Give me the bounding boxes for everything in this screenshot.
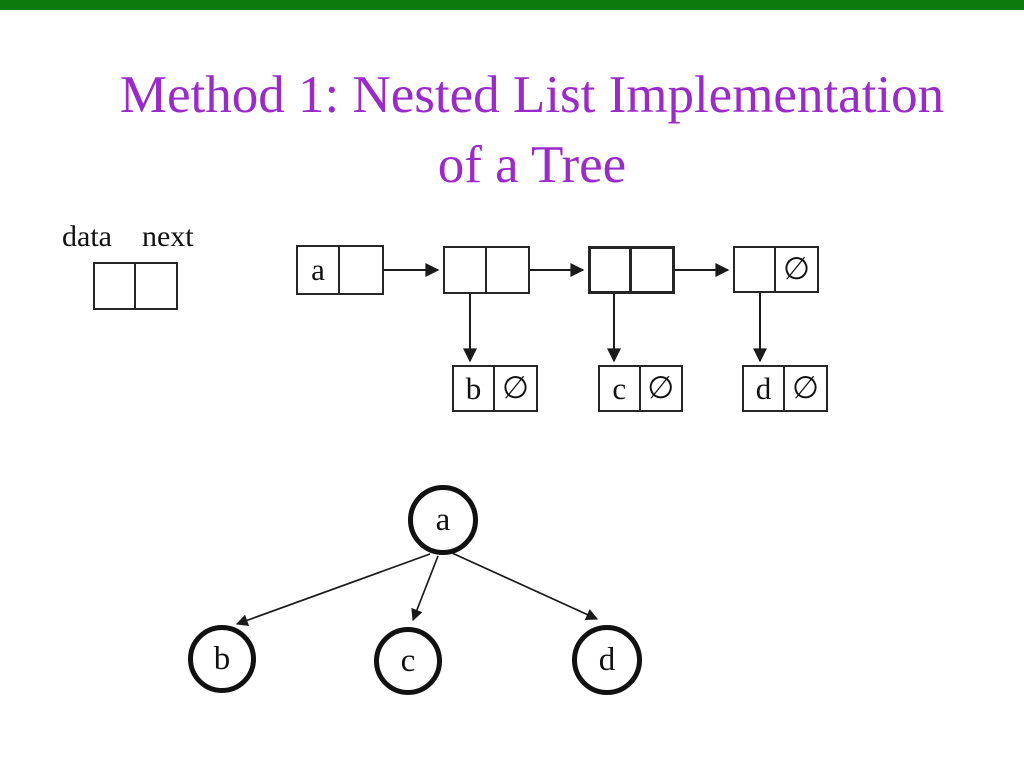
tree-node-b: b: [188, 625, 256, 693]
top-green-bar: [0, 0, 1024, 10]
title-line-1: Method 1: Nested List Implementation: [119, 66, 945, 124]
legend-next-label: next: [141, 220, 194, 253]
list-node-c-data-cell: c: [600, 367, 641, 410]
list-node-3: [588, 246, 675, 294]
list-node-2-data-cell: [445, 248, 487, 292]
tree-edge-a-b: [235, 553, 431, 626]
tree-node-a: a: [408, 485, 478, 555]
list-node-d: d ∅: [742, 365, 828, 412]
list-node-a-data-cell: a: [298, 247, 340, 293]
tree-node-c: c: [374, 627, 442, 695]
legend-data-cell: [95, 264, 136, 308]
list-node-a: a: [296, 245, 384, 295]
list-node-d-data-cell: d: [744, 367, 785, 410]
tree-edge-a-c: [411, 555, 439, 622]
list-node-d-null-cell: ∅: [791, 370, 819, 406]
list-node-3-next-cell: [632, 249, 673, 291]
list-node-3-data-cell: [591, 249, 632, 291]
legend-data-label: data: [62, 220, 112, 253]
list-node-a-next-cell: [340, 247, 382, 293]
list-node-b-data-cell: b: [454, 367, 495, 410]
list-node-2-next-cell: [487, 248, 529, 292]
list-node-4-data-cell: [735, 248, 776, 291]
list-node-4: ∅: [733, 246, 819, 293]
list-node-b: b ∅: [452, 365, 538, 412]
tree-node-d: d: [572, 625, 642, 695]
list-node-c-null-cell: ∅: [647, 370, 675, 406]
list-node-c: c ∅: [598, 365, 683, 412]
list-node-b-null-cell: ∅: [501, 370, 529, 406]
title-line-2: of a Tree: [437, 136, 627, 194]
slide-title: Method 1: Nested List Implementation of …: [40, 60, 1024, 200]
tree-edge-a-d: [451, 552, 599, 620]
legend-node-box: [93, 262, 178, 310]
list-node-4-null-cell: ∅: [782, 251, 810, 287]
legend-labels: data next: [62, 220, 194, 254]
list-node-2: [443, 246, 530, 294]
